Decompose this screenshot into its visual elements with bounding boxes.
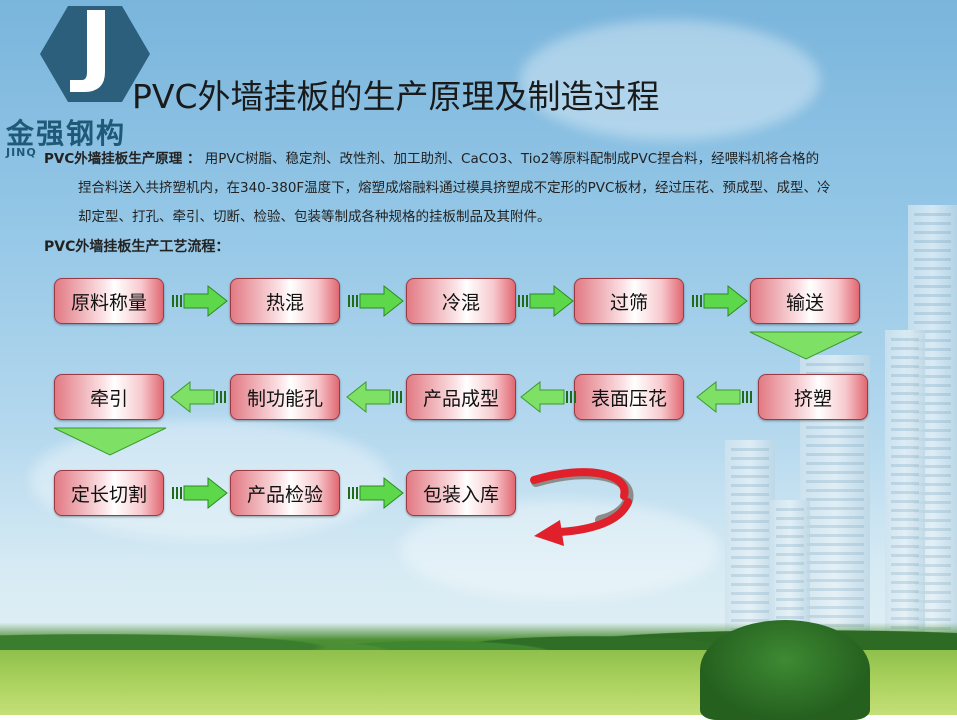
principle-line-2: 捏合料送入共挤塑机内，在340-380F温度下，熔塑成熔融料通过模具挤塑成不定形… bbox=[78, 180, 831, 196]
step-sieving: 过筛 bbox=[574, 278, 684, 324]
arrow-left-icon bbox=[696, 380, 752, 414]
step-traction: 牵引 bbox=[54, 374, 164, 420]
page-title: PVC外墙挂板的生产原理及制造过程 bbox=[132, 77, 660, 116]
logo-subtext: JINQ bbox=[6, 146, 37, 159]
step-forming: 产品成型 bbox=[406, 374, 516, 420]
step-conveying: 输送 bbox=[750, 278, 860, 324]
step-embossing: 表面压花 bbox=[574, 374, 684, 420]
arrow-right-icon bbox=[692, 284, 748, 318]
arrow-left-icon bbox=[170, 380, 226, 414]
step-extrusion: 挤塑 bbox=[758, 374, 868, 420]
principle-paragraph: PVC外墙挂板生产原理 ： 用PVC树脂、稳定剂、改性剂、加工助剂、CaCO3、… bbox=[44, 145, 957, 232]
arrow-down-icon bbox=[53, 427, 167, 456]
principle-line-3: 却定型、打孔、牵引、切断、检验、包装等制成各种规格的挂板制品及其附件。 bbox=[78, 209, 551, 225]
principle-line-1: 用PVC树脂、稳定剂、改性剂、加工助剂、CaCO3、Tio2等原料配制成PVC捏… bbox=[204, 151, 820, 167]
principle-label: PVC外墙挂板生产原理 ： bbox=[44, 151, 201, 167]
arrow-down-icon bbox=[749, 331, 863, 360]
arrow-left-icon bbox=[520, 380, 576, 414]
step-hot-mixing: 热混 bbox=[230, 278, 340, 324]
step-raw-weighing: 原料称量 bbox=[54, 278, 164, 324]
arrow-left-icon bbox=[346, 380, 402, 414]
arrow-right-icon bbox=[518, 284, 574, 318]
cloud bbox=[520, 20, 820, 140]
arrow-right-icon bbox=[172, 284, 228, 318]
tree bbox=[700, 620, 870, 720]
cloud bbox=[400, 500, 720, 600]
step-inspection: 产品检验 bbox=[230, 470, 340, 516]
arrow-right-icon bbox=[172, 476, 228, 510]
step-packing: 包装入库 bbox=[406, 470, 516, 516]
process-title: PVC外墙挂板生产工艺流程： bbox=[44, 239, 230, 255]
arrow-right-icon bbox=[348, 284, 404, 318]
curved-return-arrow-icon bbox=[530, 468, 634, 546]
step-punching: 制功能孔 bbox=[230, 374, 340, 420]
step-cutting: 定长切割 bbox=[54, 470, 164, 516]
step-cold-mixing: 冷混 bbox=[406, 278, 516, 324]
company-logo-icon bbox=[40, 6, 150, 102]
logo-text: 金强钢构 bbox=[6, 117, 127, 150]
arrow-right-icon bbox=[348, 476, 404, 510]
